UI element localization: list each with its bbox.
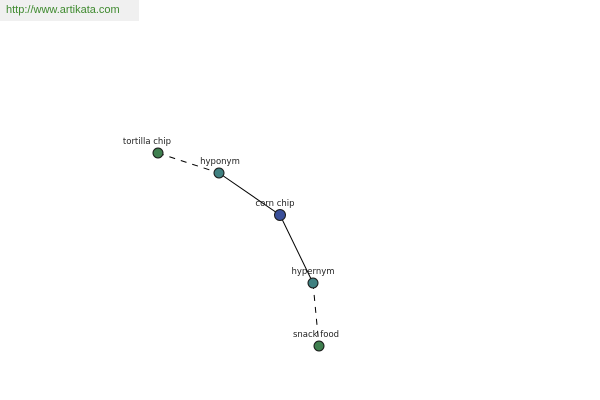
edge-hyponym-corn-chip: [218, 172, 281, 216]
node-corn-chip[interactable]: corn chip: [255, 199, 295, 221]
node-label-snack-food[interactable]: snack food: [293, 330, 339, 340]
node-label-tortilla-chip[interactable]: tortilla chip: [123, 137, 171, 147]
node-label-corn-chip[interactable]: corn chip: [255, 199, 294, 209]
edge-corn-chip-hypernym: [279, 214, 314, 284]
edge-hypernym-snack-food: [312, 282, 320, 347]
node-hyponym[interactable]: hyponym: [200, 157, 240, 179]
circle-node-icon[interactable]: [213, 167, 225, 179]
watermark-url[interactable]: http://www.artikata.com: [6, 4, 120, 16]
nodes-layer: tortilla chip hyponym corn chip hypernym…: [123, 137, 339, 352]
edge-tortilla-chip-hyponym: [157, 152, 220, 174]
watermark-bar: http://www.artikata.com: [0, 0, 139, 21]
node-label-hypernym[interactable]: hypernym: [291, 267, 334, 277]
node-label-hyponym[interactable]: hyponym: [200, 157, 240, 167]
node-tortilla-chip[interactable]: tortilla chip: [123, 137, 171, 159]
circle-node-icon[interactable]: [313, 340, 325, 352]
edges-layer: [157, 152, 320, 347]
node-hypernym[interactable]: hypernym: [291, 267, 335, 289]
circle-node-icon[interactable]: [274, 209, 286, 221]
circle-node-icon[interactable]: [152, 147, 164, 159]
circle-node-icon[interactable]: [307, 277, 319, 289]
node-snack-food[interactable]: snack food: [293, 330, 339, 352]
